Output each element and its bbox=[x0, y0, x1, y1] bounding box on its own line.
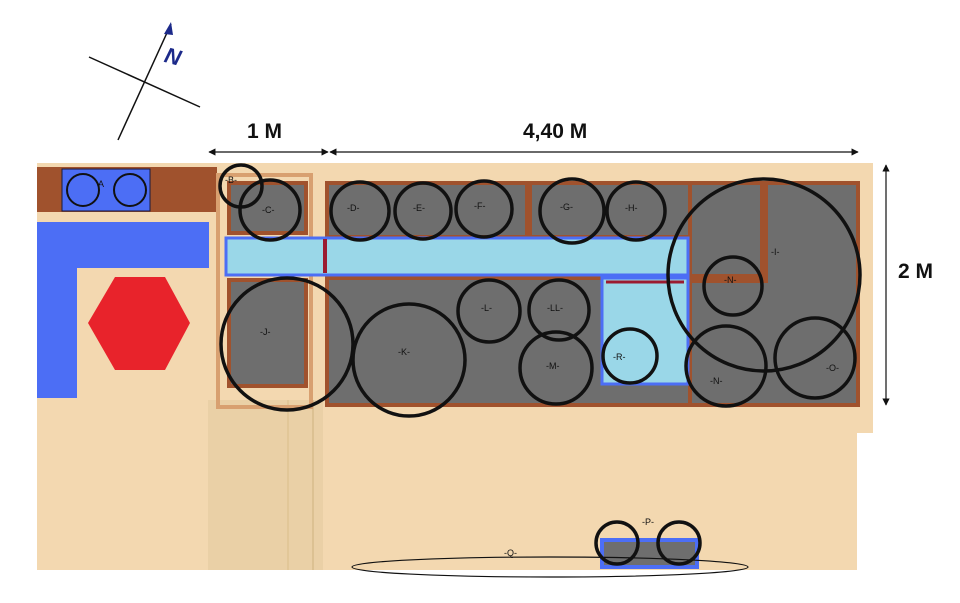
floor-extension-right bbox=[857, 163, 873, 433]
circle-k bbox=[351, 302, 467, 418]
compass-ns-axis bbox=[117, 23, 172, 141]
water-basin-r bbox=[600, 276, 690, 386]
circle-n-upper bbox=[702, 255, 764, 317]
circle-ll bbox=[527, 278, 591, 342]
circle-j bbox=[219, 276, 355, 412]
burner-a-right bbox=[113, 173, 147, 207]
label-l: -L- bbox=[481, 303, 492, 313]
circle-e bbox=[393, 181, 453, 241]
circle-r bbox=[601, 327, 659, 385]
label-a: A bbox=[98, 179, 104, 189]
label-b: -B- bbox=[225, 175, 237, 185]
label-n-upper: -N- bbox=[724, 275, 737, 285]
label-ll: -LL- bbox=[547, 303, 563, 313]
ellipse-q bbox=[351, 556, 749, 578]
circle-g bbox=[538, 177, 606, 245]
north-label: N bbox=[162, 42, 185, 71]
wood-divider-n bbox=[690, 274, 768, 283]
circle-o bbox=[773, 316, 857, 400]
dimension-label-1m: 1 M bbox=[247, 120, 282, 143]
circle-p-right bbox=[656, 520, 702, 566]
circle-h bbox=[605, 180, 667, 242]
label-d: -D- bbox=[347, 203, 360, 213]
circle-p-left bbox=[594, 520, 640, 566]
label-i: -I- bbox=[771, 247, 780, 257]
circle-c bbox=[238, 178, 302, 242]
walkway-shade bbox=[208, 400, 323, 570]
dimension-label-440m: 4,40 M bbox=[523, 120, 587, 143]
label-e: -E- bbox=[413, 203, 425, 213]
label-p: -P- bbox=[642, 517, 654, 527]
dimension-label-2m: 2 M bbox=[898, 260, 933, 283]
label-h: -H- bbox=[625, 203, 638, 213]
planter-top-row-left bbox=[325, 181, 529, 239]
circle-m bbox=[518, 330, 594, 406]
north-arrow-icon bbox=[164, 22, 173, 35]
label-n-lower: -N- bbox=[710, 376, 723, 386]
red-hexagon bbox=[88, 277, 190, 370]
label-j: -J- bbox=[260, 327, 271, 337]
burner-a-left bbox=[66, 173, 100, 207]
label-o: -O- bbox=[826, 363, 839, 373]
blue-counter-side bbox=[37, 222, 77, 398]
compass-rose: N bbox=[88, 22, 201, 141]
circle-l bbox=[456, 278, 522, 344]
label-f: -F- bbox=[474, 201, 486, 211]
circle-f bbox=[454, 179, 514, 239]
wood-divider-i bbox=[760, 183, 768, 283]
label-m: -M- bbox=[546, 361, 560, 371]
label-c: -C- bbox=[262, 205, 275, 215]
label-r: -R- bbox=[613, 352, 626, 362]
planter-i bbox=[688, 181, 860, 407]
circle-d bbox=[329, 180, 391, 242]
label-g: -G- bbox=[560, 202, 573, 212]
water-channel bbox=[224, 236, 690, 277]
label-q: -Q- bbox=[504, 548, 517, 558]
label-k: -K- bbox=[398, 347, 410, 357]
circle-n-lower bbox=[684, 324, 768, 408]
